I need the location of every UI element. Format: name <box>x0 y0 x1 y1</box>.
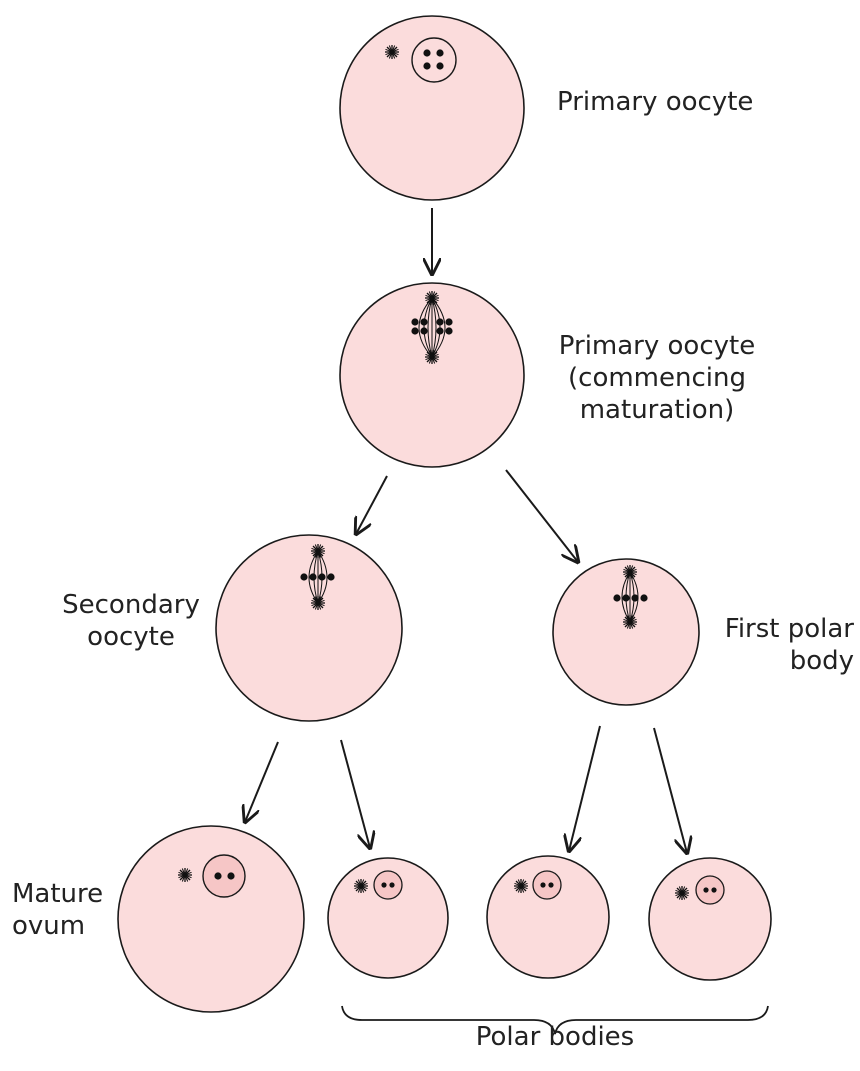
nucleus <box>202 854 246 898</box>
centrosome-icon <box>310 595 326 611</box>
centrosome-icon <box>353 878 369 894</box>
centrosome-icon <box>622 614 638 630</box>
label-first-polar-body: First polar body <box>724 614 854 676</box>
label-primary-oocyte-commencing: Primary oocyte (commencing maturation) <box>558 331 756 425</box>
nucleus <box>695 875 725 905</box>
arrow-to-polar-body-2 <box>569 725 601 851</box>
centrosome-icon <box>384 44 400 60</box>
label-primary-oocyte: Primary oocyte <box>557 87 754 117</box>
nucleus <box>532 870 562 900</box>
polar-body-1-cell <box>327 857 449 979</box>
centrosome-icon <box>424 290 440 306</box>
centrosome-icon <box>310 543 326 559</box>
arrow-to-secondary-oocyte <box>356 475 388 534</box>
centrosome-icon <box>513 878 529 894</box>
label-secondary-oocyte: Secondary oocyte <box>62 590 200 652</box>
label-polar-bodies: Polar bodies <box>475 1022 635 1052</box>
centrosome-icon <box>674 885 690 901</box>
arrow-to-first-polar-body <box>505 469 578 562</box>
polar-body-2-cell <box>486 855 610 979</box>
arrow-to-polar-body-1 <box>340 739 370 848</box>
centrosome-icon <box>177 867 193 883</box>
centrosome-icon <box>424 349 440 365</box>
label-mature-ovum: Mature ovum <box>12 879 104 941</box>
arrow-to-mature-ovum <box>245 741 279 822</box>
arrow-to-polar-body-3 <box>653 727 687 853</box>
polar-body-3-cell <box>648 857 772 981</box>
nucleus <box>373 870 403 900</box>
nucleus <box>411 37 457 83</box>
centrosome-icon <box>622 564 638 580</box>
polar-bodies-brace <box>341 1005 769 1035</box>
mature-ovum-cell <box>117 825 305 1013</box>
primary-oocyte-cell <box>339 15 525 201</box>
secondary-oocyte-cell <box>215 534 403 722</box>
primary-oocyte-commencing-cell <box>339 282 525 468</box>
first-polar-body-cell <box>552 558 700 706</box>
